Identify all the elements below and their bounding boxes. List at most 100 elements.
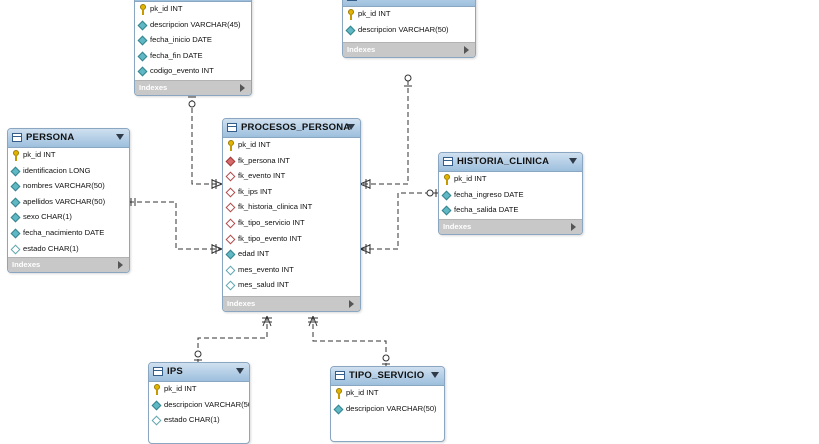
foreign-key-icon bbox=[225, 171, 236, 182]
table-icon bbox=[335, 371, 345, 380]
expand-arrow-icon[interactable] bbox=[349, 299, 354, 308]
table-historia-clinica[interactable]: HISTORIA_CLINICA pk_id INT fecha_ingreso… bbox=[438, 152, 583, 235]
table-header[interactable]: IPS bbox=[149, 363, 249, 382]
indexes-footer[interactable]: Indexes bbox=[8, 257, 129, 273]
expand-arrow-icon[interactable] bbox=[118, 261, 123, 270]
column-row[interactable]: pk_id INT bbox=[331, 386, 444, 402]
table-title: HISTORIA_CLINICA bbox=[457, 156, 550, 167]
indexes-footer[interactable]: Indexes bbox=[223, 295, 360, 311]
collapse-arrow-icon[interactable] bbox=[116, 134, 124, 140]
column-row[interactable]: descripcion VARCHAR(50) bbox=[343, 23, 475, 39]
table-evento[interactable]: pk_id INT descripcion VARCHAR(45) fecha_… bbox=[134, 0, 252, 96]
column-row[interactable]: fk_ips INT bbox=[223, 185, 360, 201]
table-header[interactable] bbox=[135, 0, 251, 2]
column-label: pk_id INT bbox=[358, 9, 391, 18]
table-header[interactable]: PROCESOS_PERSONA bbox=[223, 119, 360, 138]
table-procesos-persona[interactable]: PROCESOS_PERSONA pk_id INT fk_persona IN… bbox=[222, 118, 361, 312]
column-row[interactable]: fk_historia_clinica INT bbox=[223, 200, 360, 216]
column-row[interactable]: descripcion VARCHAR(45) bbox=[135, 18, 251, 34]
indexes-footer[interactable]: Indexes bbox=[135, 79, 251, 95]
table-header[interactable]: TIPO_SERVICIO bbox=[331, 367, 444, 386]
column-label: sexo CHAR(1) bbox=[23, 212, 72, 222]
column-row[interactable]: edad INT bbox=[223, 247, 360, 263]
column-row[interactable]: fecha_fin DATE bbox=[135, 49, 251, 65]
column-row[interactable]: fecha_ingreso DATE bbox=[439, 188, 582, 204]
table-title: PROCESOS_PERSONA bbox=[241, 122, 351, 133]
column-row[interactable]: nombres VARCHAR(50) bbox=[8, 179, 129, 195]
column-label: mes_salud INT bbox=[238, 280, 290, 290]
column-row[interactable]: estado CHAR(1) bbox=[149, 413, 249, 429]
collapse-arrow-icon[interactable] bbox=[236, 368, 244, 374]
column-row[interactable]: fecha_salida DATE bbox=[439, 203, 582, 219]
column-label: fecha_salida DATE bbox=[454, 205, 519, 215]
collapse-arrow-icon[interactable] bbox=[347, 124, 355, 130]
column-row[interactable]: pk_id INT bbox=[223, 138, 360, 154]
collapse-arrow-icon[interactable] bbox=[431, 372, 439, 378]
column-row[interactable]: pk_id INT bbox=[135, 2, 251, 18]
expand-arrow-icon[interactable] bbox=[464, 46, 469, 55]
column-row[interactable]: sexo CHAR(1) bbox=[8, 210, 129, 226]
link-procesos-ips bbox=[197, 316, 268, 362]
column-row[interactable]: descripcion VARCHAR(50) bbox=[149, 398, 249, 414]
column-label: identificacion LONG bbox=[23, 165, 91, 175]
attribute-icon bbox=[137, 20, 148, 31]
table-header[interactable]: PERSONA bbox=[8, 129, 129, 148]
attribute-icon bbox=[137, 35, 148, 46]
expand-arrow-icon[interactable] bbox=[571, 222, 576, 231]
table-icon bbox=[347, 0, 357, 1]
column-label: fk_tipo_servicio INT bbox=[238, 217, 305, 227]
column-row[interactable]: estado CHAR(1) bbox=[8, 242, 129, 258]
table-persona[interactable]: PERSONA pk_id INT identificacion LONG no… bbox=[7, 128, 130, 274]
expand-arrow-icon[interactable] bbox=[240, 83, 245, 92]
table-title: IPS bbox=[167, 366, 183, 377]
column-row[interactable]: fecha_inicio DATE bbox=[135, 33, 251, 49]
column-row[interactable]: mes_salud INT bbox=[223, 278, 360, 294]
column-label: estado CHAR(1) bbox=[23, 243, 79, 253]
column-row[interactable]: fk_evento INT bbox=[223, 169, 360, 185]
collapse-arrow-icon[interactable] bbox=[569, 158, 577, 164]
column-row[interactable]: fk_persona INT bbox=[223, 154, 360, 170]
column-row[interactable]: fk_tipo_servicio INT bbox=[223, 216, 360, 232]
table-icon bbox=[443, 157, 453, 166]
key-icon bbox=[140, 4, 146, 15]
foreign-key-icon bbox=[225, 234, 236, 245]
relationship-lines bbox=[129, 74, 438, 366]
table-header[interactable]: HISTORIA_CLINICA bbox=[439, 153, 582, 172]
indexes-label: Indexes bbox=[227, 298, 256, 308]
table-tipo-servicio[interactable]: TIPO_SERVICIO pk_id INT descripcion VARC… bbox=[330, 366, 445, 442]
column-label: codigo_evento INT bbox=[150, 66, 214, 76]
column-label: descripcion VARCHAR(50) bbox=[164, 399, 250, 409]
attribute-icon bbox=[137, 66, 148, 77]
column-row[interactable]: fecha_nacimiento DATE bbox=[8, 226, 129, 242]
column-row[interactable]: mes_evento INT bbox=[223, 263, 360, 279]
indexes-footer[interactable]: Indexes bbox=[439, 218, 582, 234]
key-icon bbox=[154, 384, 160, 395]
attribute-icon bbox=[441, 205, 452, 216]
table-header[interactable] bbox=[343, 0, 475, 7]
indexes-footer[interactable]: Indexes bbox=[343, 42, 475, 58]
column-row[interactable]: pk_id INT bbox=[8, 148, 129, 164]
column-row[interactable]: identificacion LONG bbox=[8, 164, 129, 180]
column-label: fk_persona INT bbox=[238, 155, 290, 165]
foreign-key-icon bbox=[225, 202, 236, 213]
table-tipo-evento[interactable]: pk_id INT descripcion VARCHAR(50) Indexe… bbox=[342, 0, 476, 59]
table-ips[interactable]: IPS pk_id INT descripcion VARCHAR(50) es… bbox=[148, 362, 250, 444]
column-label: pk_id INT bbox=[454, 174, 487, 183]
column-row[interactable]: codigo_evento INT bbox=[135, 64, 251, 80]
link-historia-procesos bbox=[360, 192, 438, 250]
column-row[interactable]: fk_tipo_evento INT bbox=[223, 232, 360, 248]
table-title: TIPO_SERVICIO bbox=[349, 370, 425, 381]
column-row[interactable]: pk_id INT bbox=[149, 382, 249, 398]
column-row[interactable]: pk_id INT bbox=[343, 7, 475, 23]
column-row[interactable]: descripcion VARCHAR(50) bbox=[331, 402, 444, 418]
column-row[interactable]: pk_id INT bbox=[439, 172, 582, 188]
link-tipo-evento-procesos bbox=[360, 80, 409, 185]
column-label: nombres VARCHAR(50) bbox=[23, 181, 105, 191]
key-icon bbox=[444, 174, 450, 185]
attribute-icon bbox=[441, 190, 452, 201]
attribute-icon bbox=[10, 212, 21, 223]
column-row[interactable]: apellidos VARCHAR(50) bbox=[8, 195, 129, 211]
column-label: edad INT bbox=[238, 249, 270, 259]
foreign-key-icon bbox=[225, 156, 236, 167]
column-label: descripcion VARCHAR(45) bbox=[150, 19, 241, 29]
